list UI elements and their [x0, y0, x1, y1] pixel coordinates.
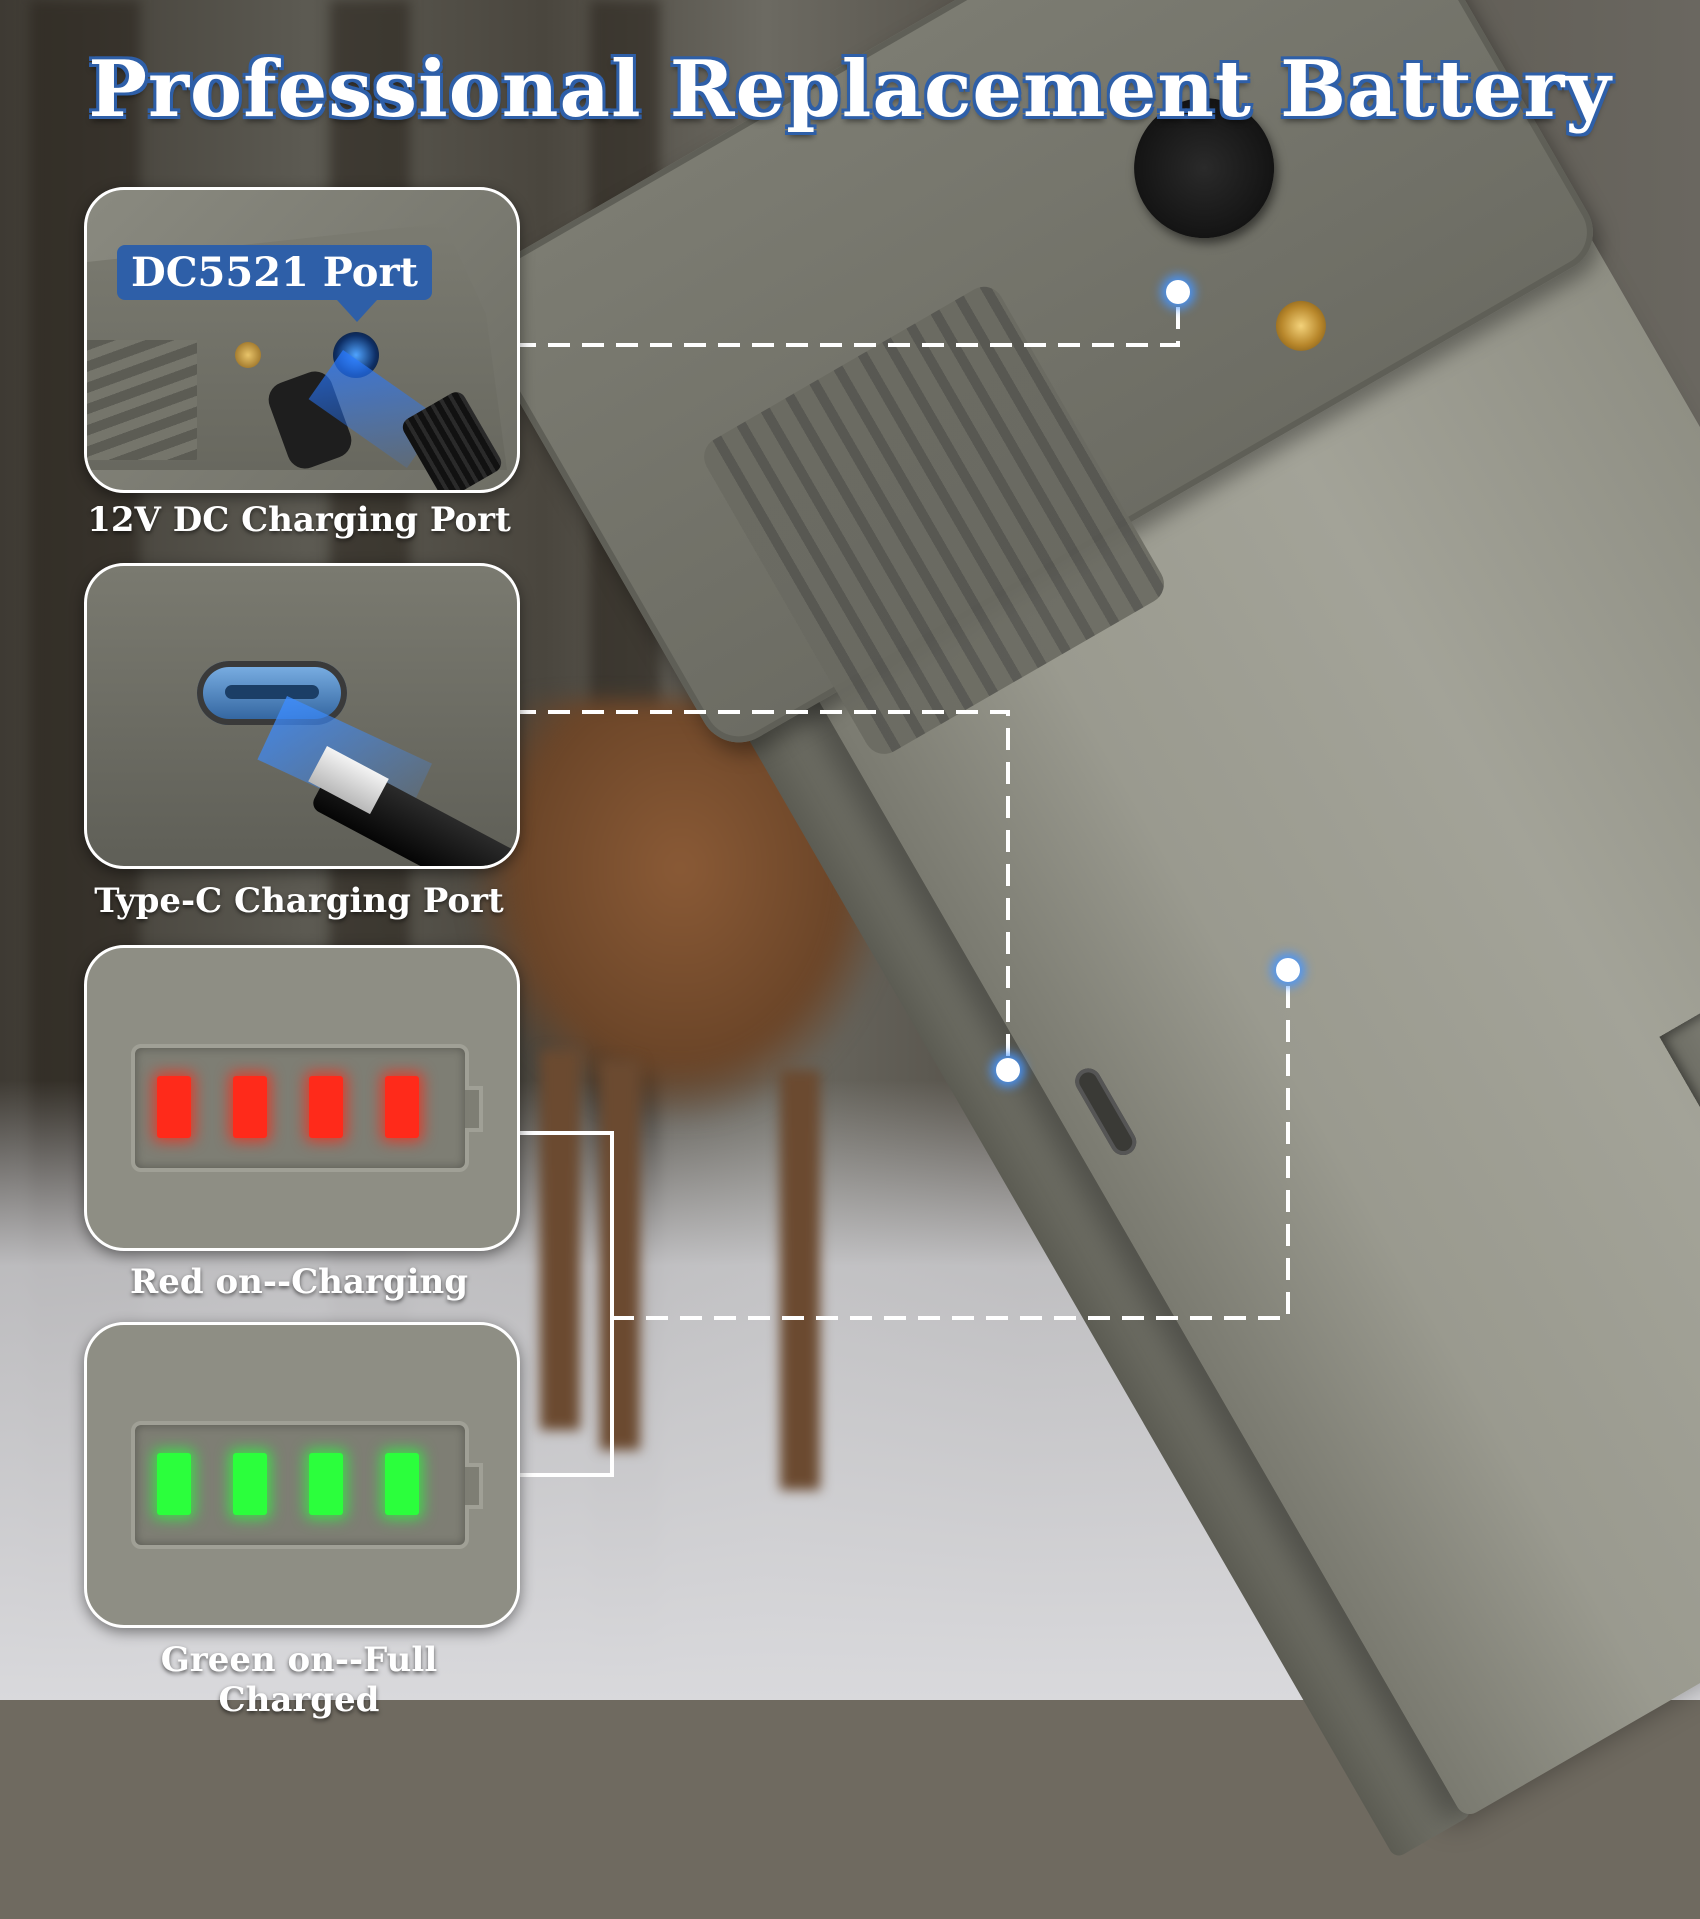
callout-dot-dc — [1166, 280, 1190, 304]
background-deer-leg — [600, 1060, 640, 1450]
led-cell-red — [157, 1076, 191, 1138]
callout-line-led — [612, 970, 1290, 1320]
caption-dc-charging-port: 12V DC Charging Port — [87, 500, 511, 540]
background-deer-leg — [540, 1050, 580, 1430]
dc5521-port-badge: DC5521 Port — [117, 245, 433, 322]
led-cell-red — [309, 1076, 343, 1138]
caption-green-full-charged: Green on--Full Charged — [160, 1640, 438, 1720]
type-c-port-inner — [225, 685, 319, 699]
caption-type-c-charging-port: Type-C Charging Port — [94, 881, 504, 921]
feature-panel-green-led — [84, 1322, 520, 1628]
battery-indicator-red — [131, 1044, 483, 1172]
dc-grip-stripes — [87, 340, 197, 460]
background-deer-leg — [780, 1070, 820, 1490]
callout-lines — [514, 292, 1290, 1477]
callout-line-usbc — [514, 710, 1010, 1070]
led-cell-green — [157, 1453, 191, 1515]
callout-dot-led — [1276, 958, 1300, 982]
feature-panel-red-led — [84, 945, 520, 1251]
battery-indicator-green — [131, 1421, 483, 1549]
led-cell-red — [385, 1076, 419, 1138]
led-cell-red — [233, 1076, 267, 1138]
callout-bracket-led — [514, 1131, 614, 1477]
caption-red-charging: Red on--Charging — [129, 1262, 469, 1302]
feature-panel-type-c-port — [84, 563, 520, 869]
callout-line-dc — [514, 292, 1180, 347]
callout-dot-usbc — [996, 1058, 1020, 1082]
feature-panel-dc-port: DC5521 Port — [84, 187, 520, 493]
led-cell-green — [233, 1453, 267, 1515]
page-title: Professional Replacement Battery — [88, 44, 1612, 135]
dc-brass-insert — [235, 342, 261, 368]
led-cell-green — [309, 1453, 343, 1515]
led-cell-green — [385, 1453, 419, 1515]
